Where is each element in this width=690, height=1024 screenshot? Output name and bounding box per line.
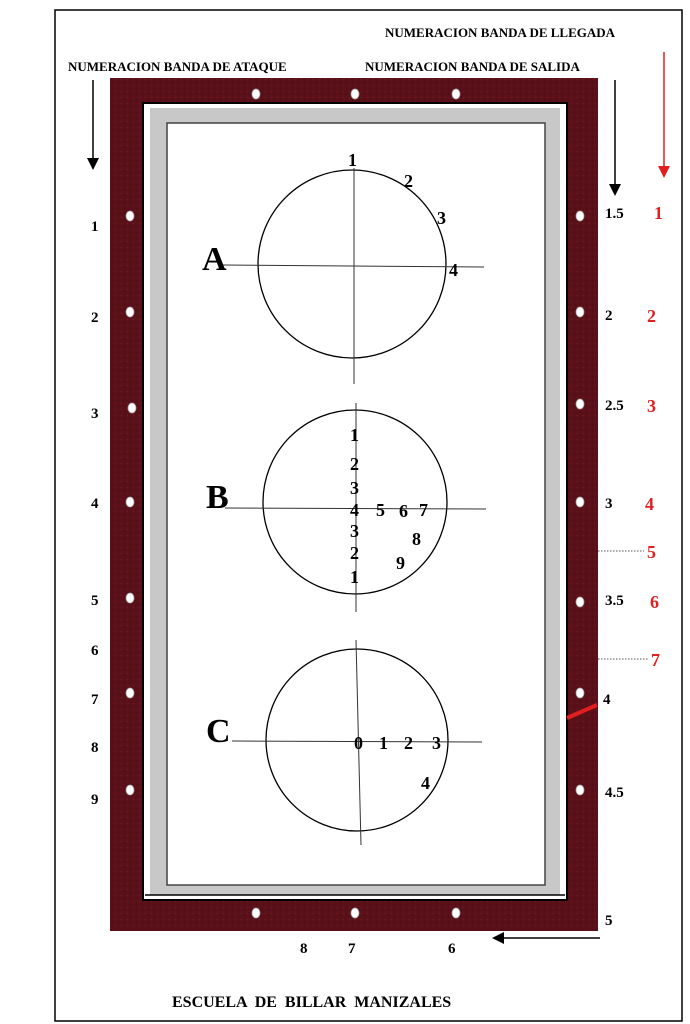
diamond — [125, 592, 135, 604]
vertical-axis-c — [355, 639, 362, 846]
red-rail-mark — [566, 703, 598, 720]
circle-b-number: 3 — [350, 521, 359, 541]
right-black-number: 5 — [605, 913, 613, 929]
circle-a-number: 2 — [404, 171, 413, 191]
right-black-number: 4 — [603, 692, 611, 708]
page-border — [54, 9, 683, 1022]
diamond — [125, 784, 135, 796]
circle-b-number: 1 — [350, 425, 359, 445]
bottom-number: 8 — [300, 941, 308, 957]
cue-ball-circle-c — [265, 648, 449, 832]
circle-c-number: 0 — [354, 733, 363, 753]
right-black-number: 2.5 — [605, 398, 624, 414]
left-numbers: 1 2 3 4 5 6 7 8 9 — [91, 219, 99, 808]
letter-a: A — [202, 241, 227, 278]
footer-title: ESCUELA DE BILLAR MANIZALES — [172, 994, 451, 1011]
diamond — [350, 88, 360, 100]
diamond — [575, 596, 585, 608]
circle-b-number: 2 — [350, 454, 359, 474]
circle-b-number: 5 — [376, 500, 385, 520]
label-banda-ataque: NUMERACION BANDA DE ATAQUE — [68, 59, 287, 74]
right-red-number: 6 — [650, 592, 659, 612]
arrow-ataque — [87, 80, 99, 170]
right-red-number: 3 — [647, 396, 656, 416]
left-number: 8 — [91, 740, 99, 756]
circle-a-number: 3 — [437, 208, 446, 228]
left-number: 4 — [91, 496, 99, 512]
diamond — [451, 907, 461, 919]
arrow-salida — [609, 80, 621, 196]
circle-c-number: 2 — [404, 733, 413, 753]
left-number: 9 — [91, 792, 99, 808]
circle-b-number: 4 — [350, 500, 359, 520]
diamond — [575, 398, 585, 410]
circle-b-number: 1 — [350, 567, 359, 587]
diamond — [451, 88, 461, 100]
bottom-number: 6 — [448, 941, 456, 957]
right-red-number: 4 — [645, 494, 654, 514]
cue-ball-circle-b — [262, 409, 448, 595]
circle-b-number: 9 — [396, 553, 405, 573]
circle-a-number: 1 — [348, 150, 357, 170]
right-black-numbers: 1.5 2 2.5 3 3.5 4 4.5 5 — [603, 206, 624, 929]
right-black-number: 2 — [605, 308, 613, 324]
circle-b-number: 8 — [412, 529, 421, 549]
diamond — [350, 907, 360, 919]
circle-c-number: 4 — [421, 773, 430, 793]
diamonds — [125, 88, 585, 919]
diamond — [251, 88, 261, 100]
bottom-number: 7 — [348, 941, 356, 957]
diamond — [575, 496, 585, 508]
bottom-numbers: 8 7 6 — [300, 941, 456, 957]
circle-b-number: 3 — [350, 478, 359, 498]
circle-b-number: 7 — [419, 500, 428, 520]
right-red-number: 5 — [647, 542, 656, 562]
diamond — [575, 687, 585, 699]
horizontal-axis-b — [224, 507, 487, 510]
diamond — [125, 687, 135, 699]
arrow-bottom — [492, 932, 600, 944]
diamond — [251, 907, 261, 919]
diamond — [127, 402, 137, 414]
right-red-numbers: 1 2 3 4 5 6 7 — [645, 203, 663, 670]
label-banda-llegada: NUMERACION BANDA DE LLEGADA — [385, 25, 616, 40]
right-black-number: 4.5 — [605, 785, 624, 801]
left-number: 2 — [91, 310, 99, 326]
left-number: 3 — [91, 406, 99, 422]
horizontal-axis-c — [231, 740, 483, 743]
circle-a-number: 4 — [449, 260, 458, 280]
right-black-number: 1.5 — [605, 206, 624, 222]
diamond — [575, 210, 585, 222]
diamond — [125, 306, 135, 318]
left-number: 5 — [91, 593, 99, 609]
left-number: 1 — [91, 219, 99, 235]
right-red-number: 7 — [651, 650, 660, 670]
right-red-number: 1 — [654, 203, 663, 223]
circle-b-number: 6 — [399, 501, 408, 521]
circle-c-number: 1 — [379, 733, 388, 753]
right-red-number: 2 — [647, 306, 656, 326]
left-number: 7 — [91, 692, 99, 708]
diamond — [125, 210, 135, 222]
letter-b: B — [206, 479, 229, 516]
diamond — [575, 306, 585, 318]
horizontal-axis-a — [221, 264, 485, 268]
diamond — [125, 496, 135, 508]
circle-b-number: 2 — [350, 543, 359, 563]
circle-c-number: 3 — [432, 733, 441, 753]
diamond — [575, 784, 585, 796]
left-number: 6 — [91, 643, 99, 659]
arrow-llegada — [658, 52, 670, 178]
circle-c-group: C 0 1 2 3 4 — [206, 639, 483, 846]
circle-b-group: B 1 2 3 4 3 2 1 5 6 7 8 9 — [206, 403, 487, 612]
letter-c: C — [206, 713, 231, 750]
label-banda-salida: NUMERACION BANDA DE SALIDA — [365, 59, 580, 74]
right-black-number: 3 — [605, 496, 613, 512]
right-black-number: 3.5 — [605, 593, 624, 609]
circle-a-group: A 1 2 3 4 — [202, 150, 485, 384]
cue-ball-circle-a — [257, 169, 447, 359]
